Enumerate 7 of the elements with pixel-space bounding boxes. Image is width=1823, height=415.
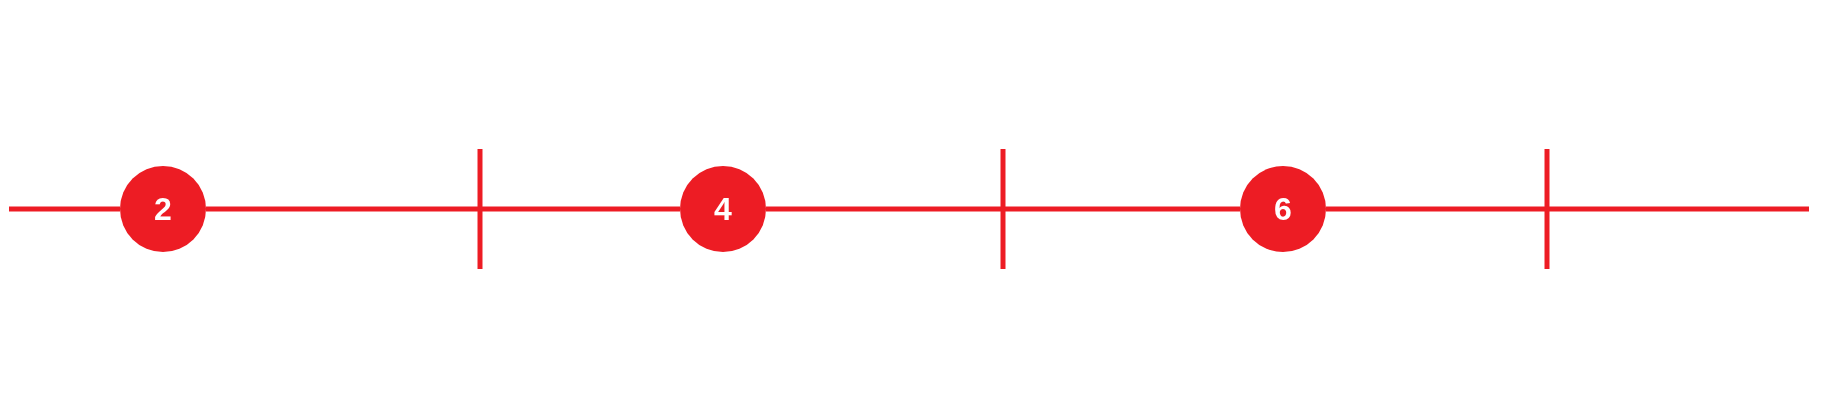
- step-number: 2: [154, 193, 172, 225]
- timeline-line: [206, 206, 680, 212]
- step-number: 4: [714, 193, 732, 225]
- step-number: 6: [1274, 193, 1292, 225]
- timeline-line: [1326, 206, 1809, 212]
- timeline-line: [766, 206, 1240, 212]
- timeline-line: [9, 206, 120, 212]
